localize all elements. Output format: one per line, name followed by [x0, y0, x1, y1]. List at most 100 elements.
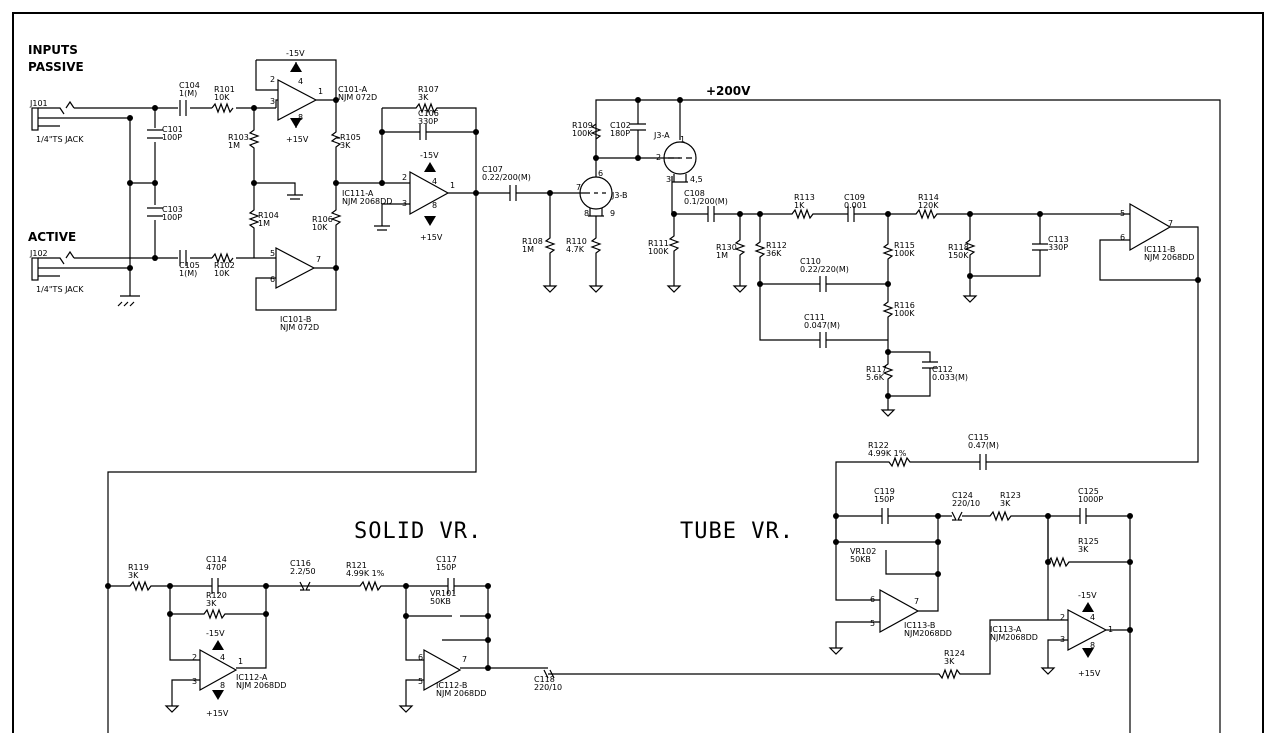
label-c115-0: C115	[968, 433, 989, 442]
label-ic113b-0: IC113-B	[904, 621, 935, 630]
label-r117-1: 5.6K	[866, 373, 885, 382]
pin-number-13: 7	[576, 183, 581, 192]
label-c109-0: C109	[844, 193, 865, 202]
label-c124-1: 220/10	[952, 499, 980, 508]
pin-number-36: 8	[220, 681, 225, 690]
label-r122-0: R122	[868, 441, 889, 450]
label-r108-0: R108	[522, 237, 543, 246]
label-r118-1: 150K	[948, 251, 969, 260]
label-c107-0: C107	[482, 165, 503, 174]
label-vr101-1: 50KB	[430, 597, 451, 606]
label-c117-1: 150P	[436, 563, 456, 572]
label-r123-0: R123	[1000, 491, 1021, 500]
label-r107-1: 3K	[418, 93, 429, 102]
pin-number-8: 2	[402, 173, 407, 182]
pin-number-38: 5	[418, 677, 423, 686]
label-r102-1: 10K	[214, 269, 230, 278]
label-ic111a-1: NJM 2068DD	[342, 197, 392, 206]
label-c109-1: 0.001	[844, 201, 867, 210]
tube-stage	[509, 99, 1221, 733]
label-ic101a-1: NJM 072D	[338, 93, 377, 102]
label-c125-0: C125	[1078, 487, 1099, 496]
label-c104-1: 1(M)	[179, 89, 197, 98]
label-c103-1: 100P	[162, 213, 182, 222]
label-r102-0: R102	[214, 261, 235, 270]
pin-number-4: 8	[298, 113, 303, 122]
label-r116-0: R116	[894, 301, 915, 310]
ic112a-neg-rail: -15V	[206, 629, 225, 638]
label-c107-1: 0.22/200(M)	[482, 173, 531, 182]
label-r121-1: 4.99K 1%	[346, 569, 385, 578]
label-r124-0: R124	[944, 649, 965, 658]
jack-j102-desc: 1/4"TS JACK	[36, 285, 84, 294]
label-r101-0: R101	[214, 85, 235, 94]
pin-number-31: 8	[1090, 641, 1095, 650]
pin-number-10: 1	[450, 181, 455, 190]
label-r109-0: R109	[572, 121, 593, 130]
label-r105-0: R105	[340, 133, 361, 142]
pin-number-22: 6	[1120, 233, 1125, 242]
pin-number-0: 2	[270, 75, 275, 84]
pin-number-6: 6	[270, 275, 275, 284]
label-r120-1: 3K	[206, 599, 217, 608]
pin-number-11: 4	[432, 177, 437, 186]
solid-vr-stage: -15V +15V	[107, 193, 555, 733]
label-c115-1: 0.47(M)	[968, 441, 999, 450]
label-ic111b-0: IC111-B	[1144, 245, 1175, 254]
label-j3b-0: J3-B	[611, 191, 628, 200]
label-c105-0: C105	[179, 261, 200, 270]
label-ic112a-1: NJM 2068DD	[236, 681, 286, 690]
pin-number-21: 5	[1120, 209, 1125, 218]
label-ic112b-1: NJM 2068DD	[436, 689, 486, 698]
label-c102-0: C102	[610, 121, 631, 130]
label-ic113b-1: NJM2068DD	[904, 629, 952, 638]
label-r121-0: R121	[346, 561, 367, 570]
label-c110-1: 0.22/220(M)	[800, 265, 849, 274]
label-c116-0: C116	[290, 559, 311, 568]
label-r122-1: 4.99K 1%	[868, 449, 907, 458]
pin-number-27: 2	[1060, 613, 1065, 622]
label-c125-1: 1000P	[1078, 495, 1103, 504]
ic101a-pos-rail: +15V	[286, 135, 309, 144]
label-c108-1: 0.1/200(M)	[684, 197, 728, 206]
label-r120-0: R120	[206, 591, 227, 600]
label-r115-1: 100K	[894, 249, 915, 258]
pin-number-30: 4	[1090, 613, 1095, 622]
pin-number-23: 7	[1168, 219, 1173, 228]
pin-number-17: 1	[680, 135, 685, 144]
junctions	[105, 97, 1201, 671]
pin-number-26: 7	[914, 597, 919, 606]
pin-number-37: 6	[418, 653, 423, 662]
ic113a-neg-rail: -15V	[1078, 591, 1097, 600]
tube-vr-stage: -15V +15V	[548, 508, 1131, 733]
label-ic112a-0: IC112-A	[236, 673, 268, 682]
label-c113-0: C113	[1048, 235, 1069, 244]
pin-number-2: 1	[318, 87, 323, 96]
jack-j102-ref: J102	[29, 249, 48, 258]
label-ic111a-0: IC111-A	[342, 189, 374, 198]
pin-number-25: 5	[870, 619, 875, 628]
pin-number-34: 1	[238, 657, 243, 666]
label-r107-0: R107	[418, 85, 439, 94]
label-c114-0: C114	[206, 555, 227, 564]
label-c118-0: C118	[534, 675, 555, 684]
label-vr102-0: VR102	[850, 547, 876, 556]
label-r117-0: R117	[866, 365, 887, 374]
pin-number-35: 4	[220, 653, 225, 662]
label-c119-1: 150P	[874, 495, 894, 504]
label-ic111b-1: NJM 2068DD	[1144, 253, 1194, 262]
label-r123-1: 3K	[1000, 499, 1011, 508]
label-vr101-0: VR101	[430, 589, 456, 598]
label-r104-0: R104	[258, 211, 279, 220]
label-r104-1: 1M	[258, 219, 270, 228]
label-c110-0: C110	[800, 257, 821, 266]
label-c118-1: 220/10	[534, 683, 562, 692]
pin-number-3: 4	[298, 77, 303, 86]
pin-number-15: 9	[610, 209, 615, 218]
label-c108-0: C108	[684, 189, 705, 198]
pin-number-33: 3	[192, 677, 197, 686]
pin-number-28: 3	[1060, 635, 1065, 644]
label-ic113a-1: NJM2068DD	[990, 633, 1038, 642]
